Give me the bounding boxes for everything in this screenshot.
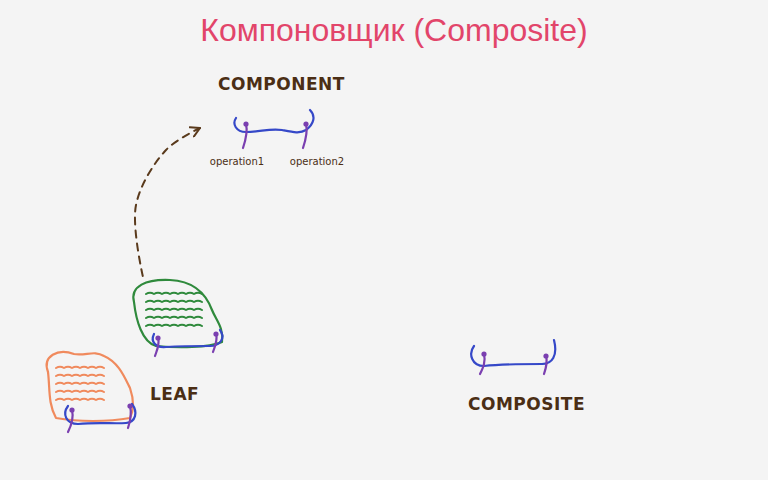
sketch-stroke [65,404,135,424]
sketch-stroke [146,293,202,294]
sketch-stroke [56,391,104,392]
sketch-stroke [56,399,104,400]
operation-label: operation1 [210,156,264,167]
title: Компоновщик (Composite) [200,12,587,49]
sketch-stroke [303,124,307,148]
sketch-stroke [213,334,217,352]
port-dot [303,121,308,126]
port-dot [213,331,218,336]
composite-group: COMPOSITE [462,328,594,423]
sketch-stroke [146,309,202,310]
port-dot [543,353,548,358]
sketch-stroke [155,338,159,356]
port-dot [127,403,132,408]
sketch-stroke [146,325,202,326]
port-dot [69,407,74,412]
sketch-stroke [56,367,104,368]
composite-heading: COMPOSITE [468,394,585,414]
sketch-stroke [146,301,202,302]
sketch-stroke [146,317,202,318]
sketch-stroke [56,383,104,384]
sketch-stroke [544,356,547,374]
node-outline [38,276,232,436]
leaf-group: LEAF [38,276,232,436]
realization-arrow [135,128,200,276]
sketch-stroke [47,352,133,421]
sketch-stroke [133,280,222,347]
operation-label: operation2 [290,156,344,167]
component-interface: COMPONENT operation1 operation2 [200,72,352,172]
leaf-heading: LEAF [150,384,199,404]
port-dot [155,335,160,340]
sketch-stroke [56,375,104,376]
port-dot [481,351,486,356]
sketch-stroke [153,330,223,347]
sketch-stroke [243,124,247,148]
sketch-stroke [68,410,73,432]
sketch-stroke [128,406,131,428]
port-dot [243,121,248,126]
sketch-stroke [480,354,485,374]
component-heading: COMPONENT [218,74,345,94]
